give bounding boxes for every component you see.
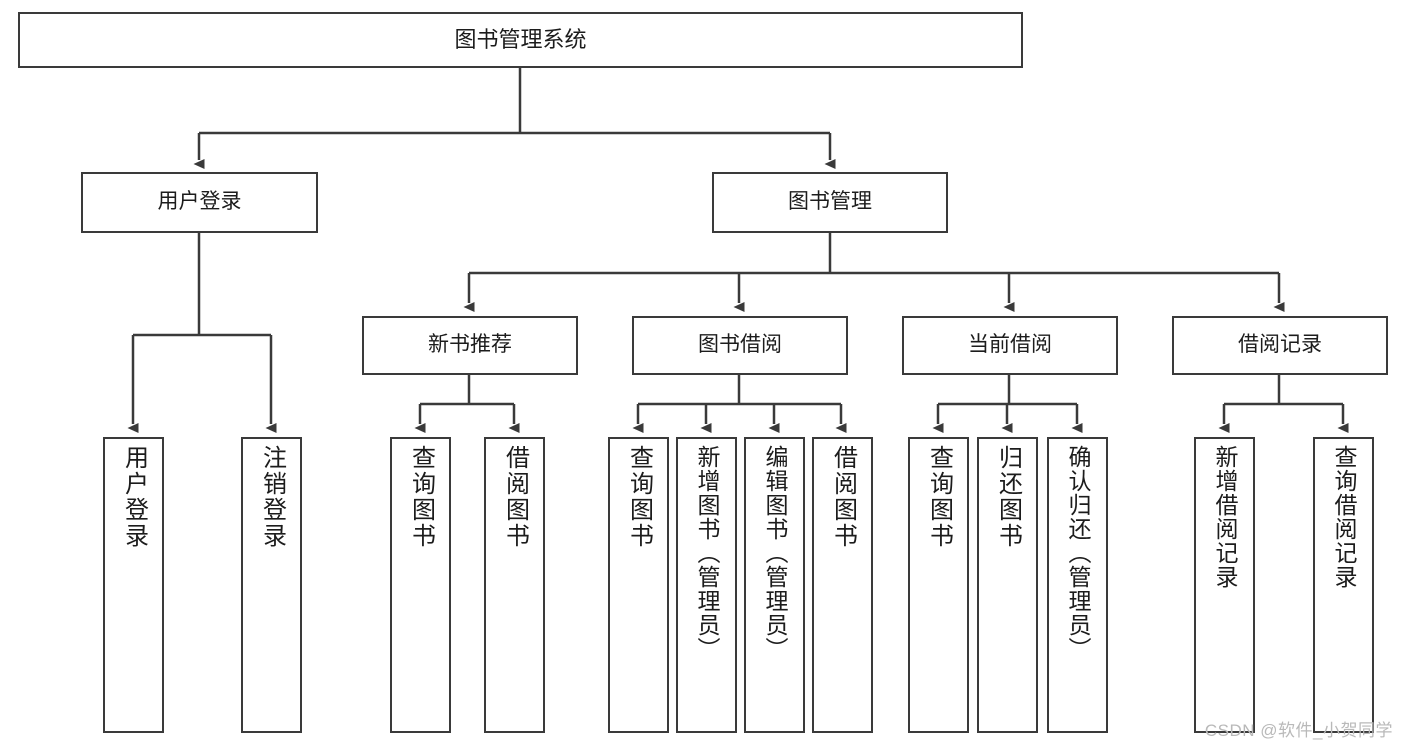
leaf-current-query-book[interactable]: 查询图书 — [908, 437, 969, 733]
node-label: 注销登录 — [258, 445, 286, 549]
node-label: 图书管理 — [788, 190, 872, 214]
leaf-record-query-borrow-record[interactable]: 查询借阅记录 — [1313, 437, 1374, 733]
node-label: 归还图书 — [994, 445, 1022, 549]
node-label: 查询借阅记录 — [1331, 445, 1357, 589]
leaf-borrow-add-book-admin[interactable]: 新增图书（管理员） — [676, 437, 737, 733]
leaf-borrow-borrow-book[interactable]: 借阅图书 — [812, 437, 873, 733]
node-label: 新增图书（管理员） — [694, 445, 720, 661]
node-label: 图书管理系统 — [454, 27, 587, 53]
node-label: 用户登录 — [157, 190, 242, 214]
node-label: 借阅记录 — [1238, 333, 1322, 357]
node-label: 新书推荐 — [428, 333, 512, 357]
watermark-text: CSDN @软件_小贺同学 — [1204, 721, 1393, 740]
node-label: 新增借阅记录 — [1212, 445, 1238, 589]
node-label: 借阅图书 — [501, 445, 529, 549]
node-label: 编辑图书（管理员） — [762, 445, 788, 661]
node-label: 借阅图书 — [829, 445, 857, 549]
leaf-new-book-query-book[interactable]: 查询图书 — [390, 437, 451, 733]
node-current-borrow[interactable]: 当前借阅 — [902, 316, 1118, 375]
leaf-user-login[interactable]: 用户登录 — [103, 437, 164, 733]
node-label: 图书借阅 — [698, 333, 782, 357]
node-label: 当前借阅 — [968, 333, 1052, 357]
node-user-login[interactable]: 用户登录 — [81, 172, 318, 233]
leaf-record-add-borrow-record[interactable]: 新增借阅记录 — [1194, 437, 1255, 733]
node-borrow-record[interactable]: 借阅记录 — [1172, 316, 1388, 375]
node-label: 确认归还（管理员） — [1065, 445, 1091, 661]
node-label: 查询图书 — [625, 445, 653, 549]
node-book-borrow[interactable]: 图书借阅 — [632, 316, 848, 375]
leaf-current-confirm-return-admin[interactable]: 确认归还（管理员） — [1047, 437, 1108, 733]
node-label: 查询图书 — [925, 445, 953, 549]
node-label: 查询图书 — [407, 445, 435, 549]
node-root-book-management-system[interactable]: 图书管理系统 — [18, 12, 1023, 68]
node-label: 用户登录 — [120, 445, 148, 549]
leaf-current-return-book[interactable]: 归还图书 — [977, 437, 1038, 733]
node-new-book-recommend[interactable]: 新书推荐 — [362, 316, 578, 375]
leaf-borrow-edit-book-admin[interactable]: 编辑图书（管理员） — [744, 437, 805, 733]
leaf-borrow-query-book[interactable]: 查询图书 — [608, 437, 669, 733]
leaf-logout[interactable]: 注销登录 — [241, 437, 302, 733]
node-book-management[interactable]: 图书管理 — [712, 172, 948, 233]
leaf-new-book-borrow-book[interactable]: 借阅图书 — [484, 437, 545, 733]
